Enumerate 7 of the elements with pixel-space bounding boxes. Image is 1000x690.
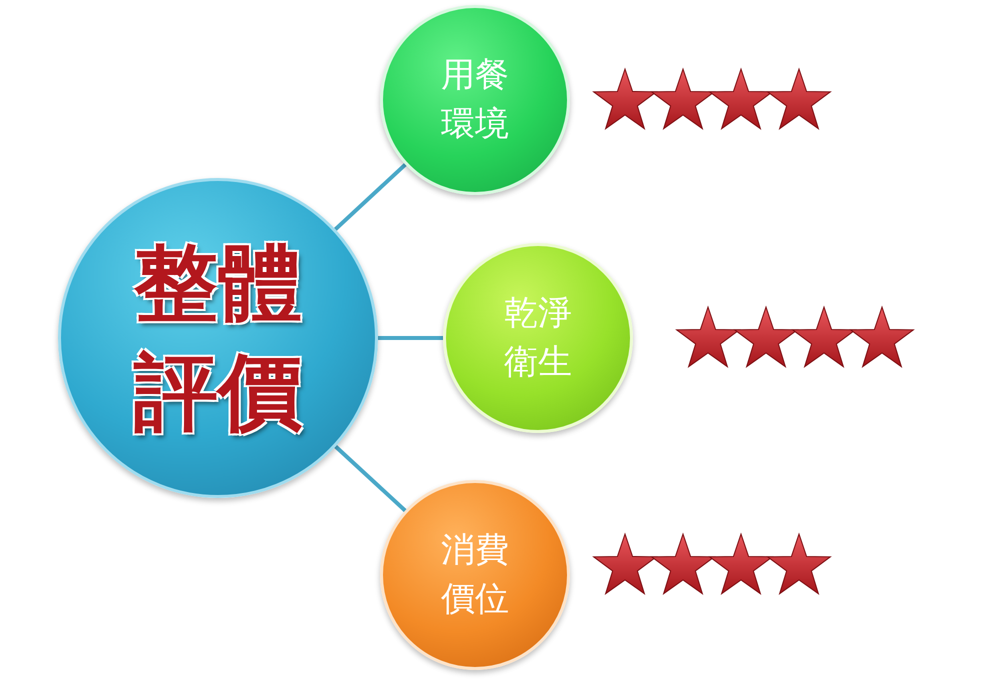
connector-line xyxy=(334,445,407,512)
category-label: 消費價位 xyxy=(440,528,510,621)
category-label: 乾淨衛生 xyxy=(502,292,573,384)
connector-line xyxy=(334,163,407,231)
category-label: 用餐環境 xyxy=(440,54,510,146)
title-text: 整體評價 xyxy=(132,232,303,443)
connector-line xyxy=(378,336,443,340)
